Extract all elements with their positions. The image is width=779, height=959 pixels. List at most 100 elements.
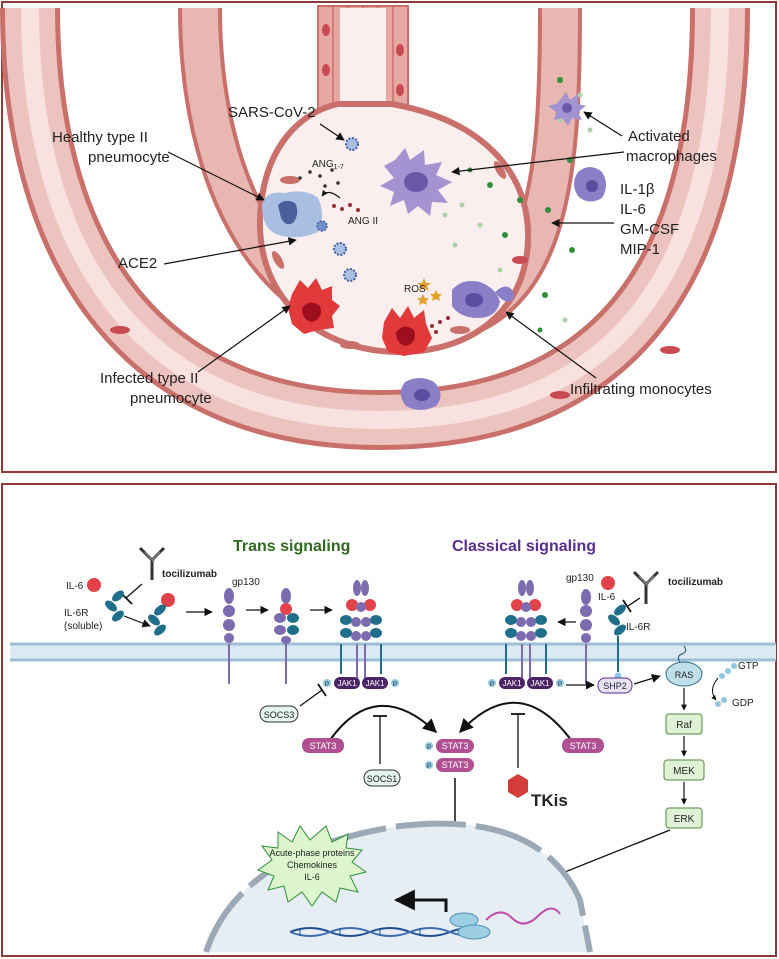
label-jak1-right-b: JAK1 xyxy=(530,679,550,688)
arrow-transcription xyxy=(393,889,448,912)
label-tkis: TKis xyxy=(531,791,568,810)
label-ras: RAS xyxy=(675,670,694,680)
title-classical-signaling: Classical signaling xyxy=(452,538,596,555)
angiotensin-dots xyxy=(298,168,360,212)
label-socs3: SOCS3 xyxy=(264,710,295,720)
arrow-infected xyxy=(197,305,291,373)
label-stat3-left: STAT3 xyxy=(310,741,337,751)
label-tocilizumab-right: tocilizumab xyxy=(668,577,723,588)
ros-dots xyxy=(430,316,450,334)
label-healthy-line1: Healthy type II xyxy=(52,129,148,146)
label-p-jak-right-a: P xyxy=(490,682,494,688)
label-acute-phase: Acute-phase proteins xyxy=(269,848,355,858)
airway-epithelium xyxy=(317,5,409,111)
label-il6-gene: IL-6 xyxy=(304,872,320,882)
label-il6r-soluble-line1: IL-6R xyxy=(64,608,88,619)
inhibit-line-left xyxy=(125,583,143,599)
transcription-complex xyxy=(449,907,561,940)
label-shp2: SHP2 xyxy=(603,681,627,691)
label-il6r-soluble-line2: (soluble) xyxy=(64,621,102,632)
arrow-macrophage-alveolus xyxy=(451,151,625,176)
infiltrating-monocyte xyxy=(452,281,515,318)
label-gdp: GDP xyxy=(732,698,754,709)
il6-ligand-right xyxy=(601,576,615,590)
stat3-left: STAT3 xyxy=(302,738,344,753)
tocilizumab-antibody-right xyxy=(622,570,660,613)
label-macrophages-line1: Activated xyxy=(628,128,690,145)
hexamer-complex-right xyxy=(505,580,547,684)
tki-hexagon-icon xyxy=(508,774,528,798)
arrow-healthy xyxy=(167,151,265,201)
label-socs1: SOCS1 xyxy=(367,774,398,784)
red-blood-cells xyxy=(110,256,680,399)
label-jak1-right-a: JAK1 xyxy=(502,679,522,688)
jak1-right-pair: JAK1 JAK1 P P xyxy=(488,677,564,689)
label-p-jak-left-a: P xyxy=(325,682,329,688)
label-erk: ERK xyxy=(674,814,695,825)
jak1-left-a xyxy=(334,677,360,689)
curve-trans-to-pstat xyxy=(329,705,438,741)
label-pstat3-b: STAT3 xyxy=(442,760,469,770)
label-p-stat-a: P xyxy=(427,745,431,751)
erk: ERK xyxy=(665,807,703,829)
title-trans-signaling: Trans signaling xyxy=(233,538,350,555)
label-p-jak-left-b: P xyxy=(393,682,397,688)
gtp-gdp-cycle: GTP GDP xyxy=(711,661,759,709)
label-jak1-left-b: JAK1 xyxy=(365,679,385,688)
socs3: SOCS3 xyxy=(259,683,327,723)
label-monocytes: Infiltrating monocytes xyxy=(570,381,712,398)
ros-stars xyxy=(417,278,442,305)
shp2: SHP2 xyxy=(597,677,633,694)
label-cytokine-mip1: MIP-1 xyxy=(620,241,660,258)
label-mek: MEK xyxy=(673,766,695,777)
jak1-right-a xyxy=(499,677,525,689)
label-ros: ROS xyxy=(404,284,426,295)
virus-particles xyxy=(333,137,359,282)
vessel-monocyte-2 xyxy=(400,378,441,410)
gp130-receptor-left xyxy=(223,588,235,684)
tocilizumab-antibody-left xyxy=(119,546,166,605)
label-tocilizumab-left: tocilizumab xyxy=(162,569,217,580)
soluble-il6r xyxy=(105,590,124,622)
label-ang2: ANG II xyxy=(348,216,378,227)
label-gp130-left: gp130 xyxy=(232,577,260,588)
il6-ligand-left xyxy=(87,578,101,592)
label-cytokine-gmcsf: GM-CSF xyxy=(620,221,679,238)
label-cytokine-il1b: IL-1β xyxy=(620,181,655,198)
infected-pneumocyte-bottom xyxy=(382,306,432,356)
label-chemokines: Chemokines xyxy=(287,860,338,870)
pstat3-dimer: P STAT3 P STAT3 xyxy=(425,739,474,772)
vessel-monocyte-1 xyxy=(574,167,606,202)
label-stat3-right: STAT3 xyxy=(570,741,597,751)
arrow-ace2 xyxy=(163,237,297,265)
label-il6r: IL-6R xyxy=(626,622,650,633)
label-ang17: ANG1-7 xyxy=(312,159,344,171)
label-gp130-right: gp130 xyxy=(566,573,594,584)
jak1-right-b xyxy=(527,677,553,689)
label-il6-left: IL-6 xyxy=(66,581,84,592)
cell-membrane xyxy=(10,642,776,662)
arrow-shp2-ras xyxy=(633,674,661,685)
socs1: SOCS1 xyxy=(363,715,401,787)
label-jak1-left-a: JAK1 xyxy=(337,679,357,688)
stat3-right: STAT3 xyxy=(562,738,604,753)
ace2-virus xyxy=(316,220,328,232)
tkis: TKis xyxy=(508,713,568,810)
label-gtp: GTP xyxy=(738,661,759,672)
arrow-sars-cov-2 xyxy=(319,123,345,141)
healthy-pneumocyte xyxy=(262,191,322,238)
label-cytokine-il6: IL-6 xyxy=(620,201,646,218)
il6-il6r-complex xyxy=(148,593,175,636)
gene-products-starburst: Acute-phase proteins Chemokines IL-6 xyxy=(256,825,368,907)
arrow-macrophage-vessel xyxy=(583,111,623,137)
mek: MEK xyxy=(663,759,705,781)
label-p-stat-b: P xyxy=(427,764,431,770)
raf: Raf xyxy=(665,713,703,735)
label-raf: Raf xyxy=(676,720,692,731)
ras: RAS xyxy=(665,645,703,687)
label-pstat3-a: STAT3 xyxy=(442,741,469,751)
alveolar-macrophage xyxy=(380,148,452,216)
dna xyxy=(289,927,491,937)
